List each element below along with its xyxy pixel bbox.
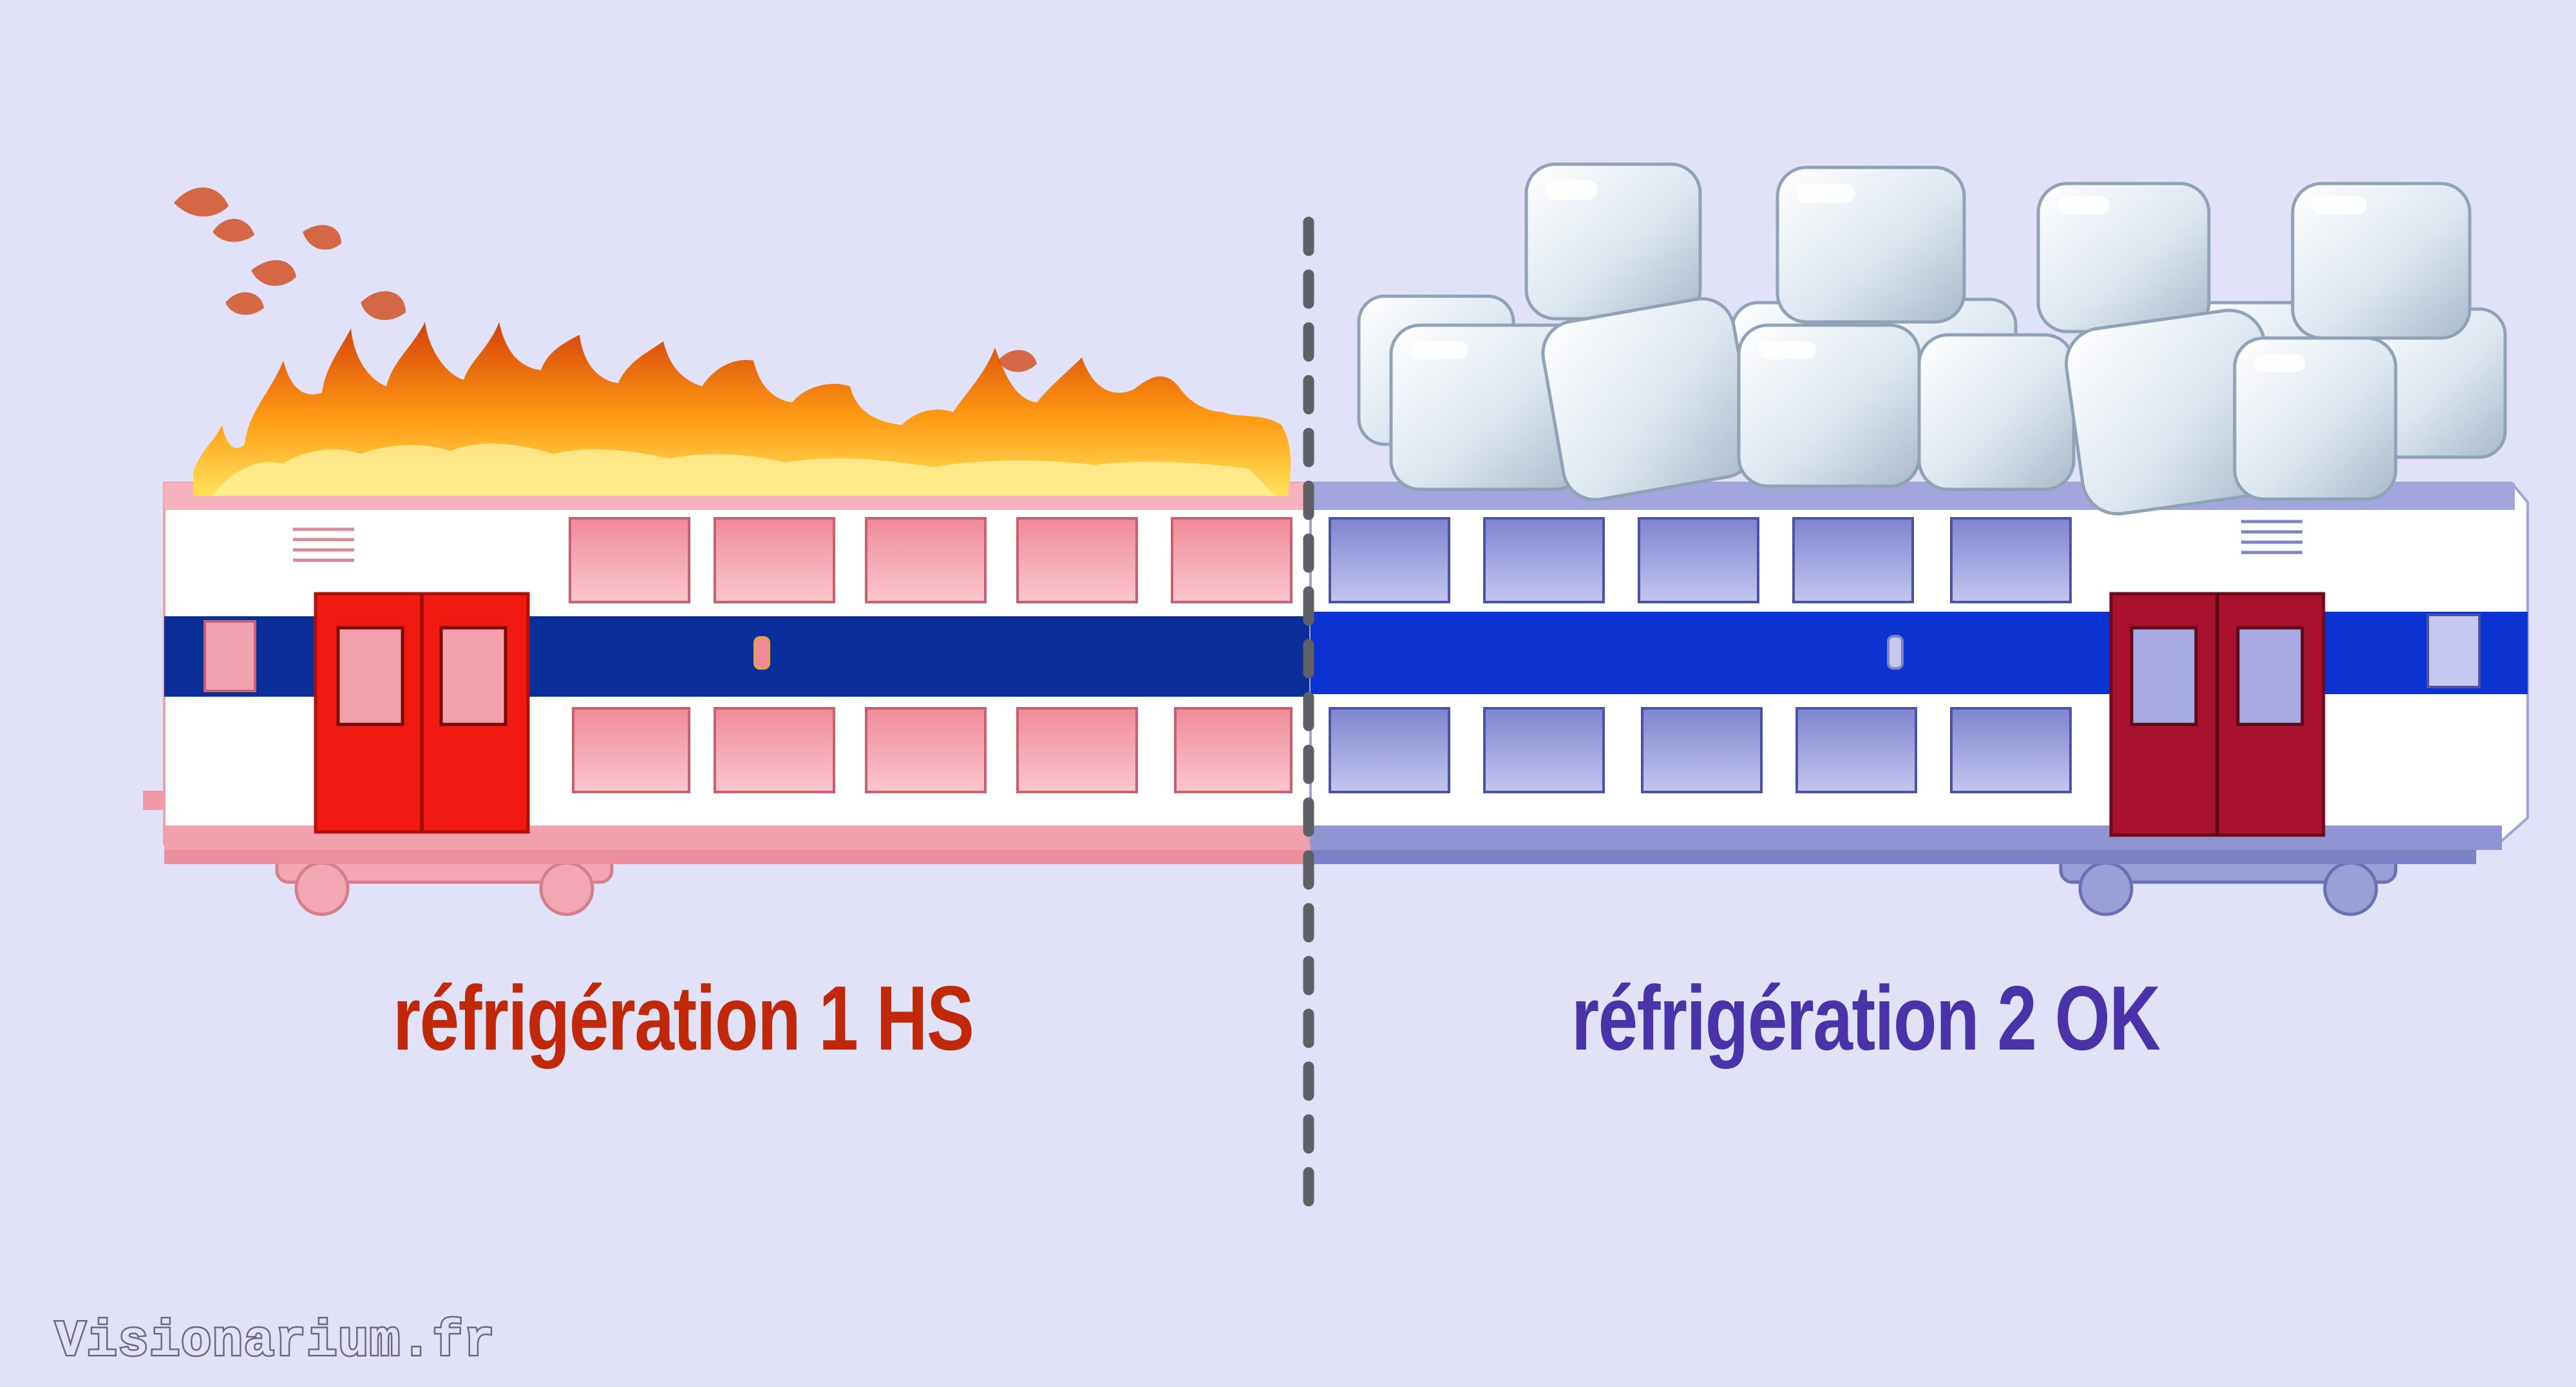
watermark-text: Visionarium.fr (53, 1312, 496, 1372)
left-roof-vent (293, 527, 354, 562)
right-lower-windows (1329, 707, 2072, 793)
caption-refrigeration-1: réfrigération 1 HS (393, 967, 974, 1070)
left-indicator-light (753, 636, 770, 670)
right-blue-band (1311, 612, 2528, 694)
right-indicator-light (1887, 635, 1904, 670)
ice-cubes-icon (1357, 162, 2507, 516)
right-side-panel (2427, 614, 2481, 688)
left-upper-windows (569, 517, 1293, 603)
left-door (314, 592, 530, 834)
fire-flames-icon (174, 187, 1291, 496)
left-lower-windows (572, 707, 1293, 793)
right-upper-windows (1329, 517, 2072, 603)
right-roof-vent (2241, 520, 2302, 554)
left-side-panel (204, 620, 256, 692)
right-train-car (1309, 482, 2529, 916)
right-door (2109, 592, 2325, 837)
caption-refrigeration-2: réfrigération 2 OK (1571, 967, 2161, 1070)
left-train-car (143, 482, 1312, 916)
